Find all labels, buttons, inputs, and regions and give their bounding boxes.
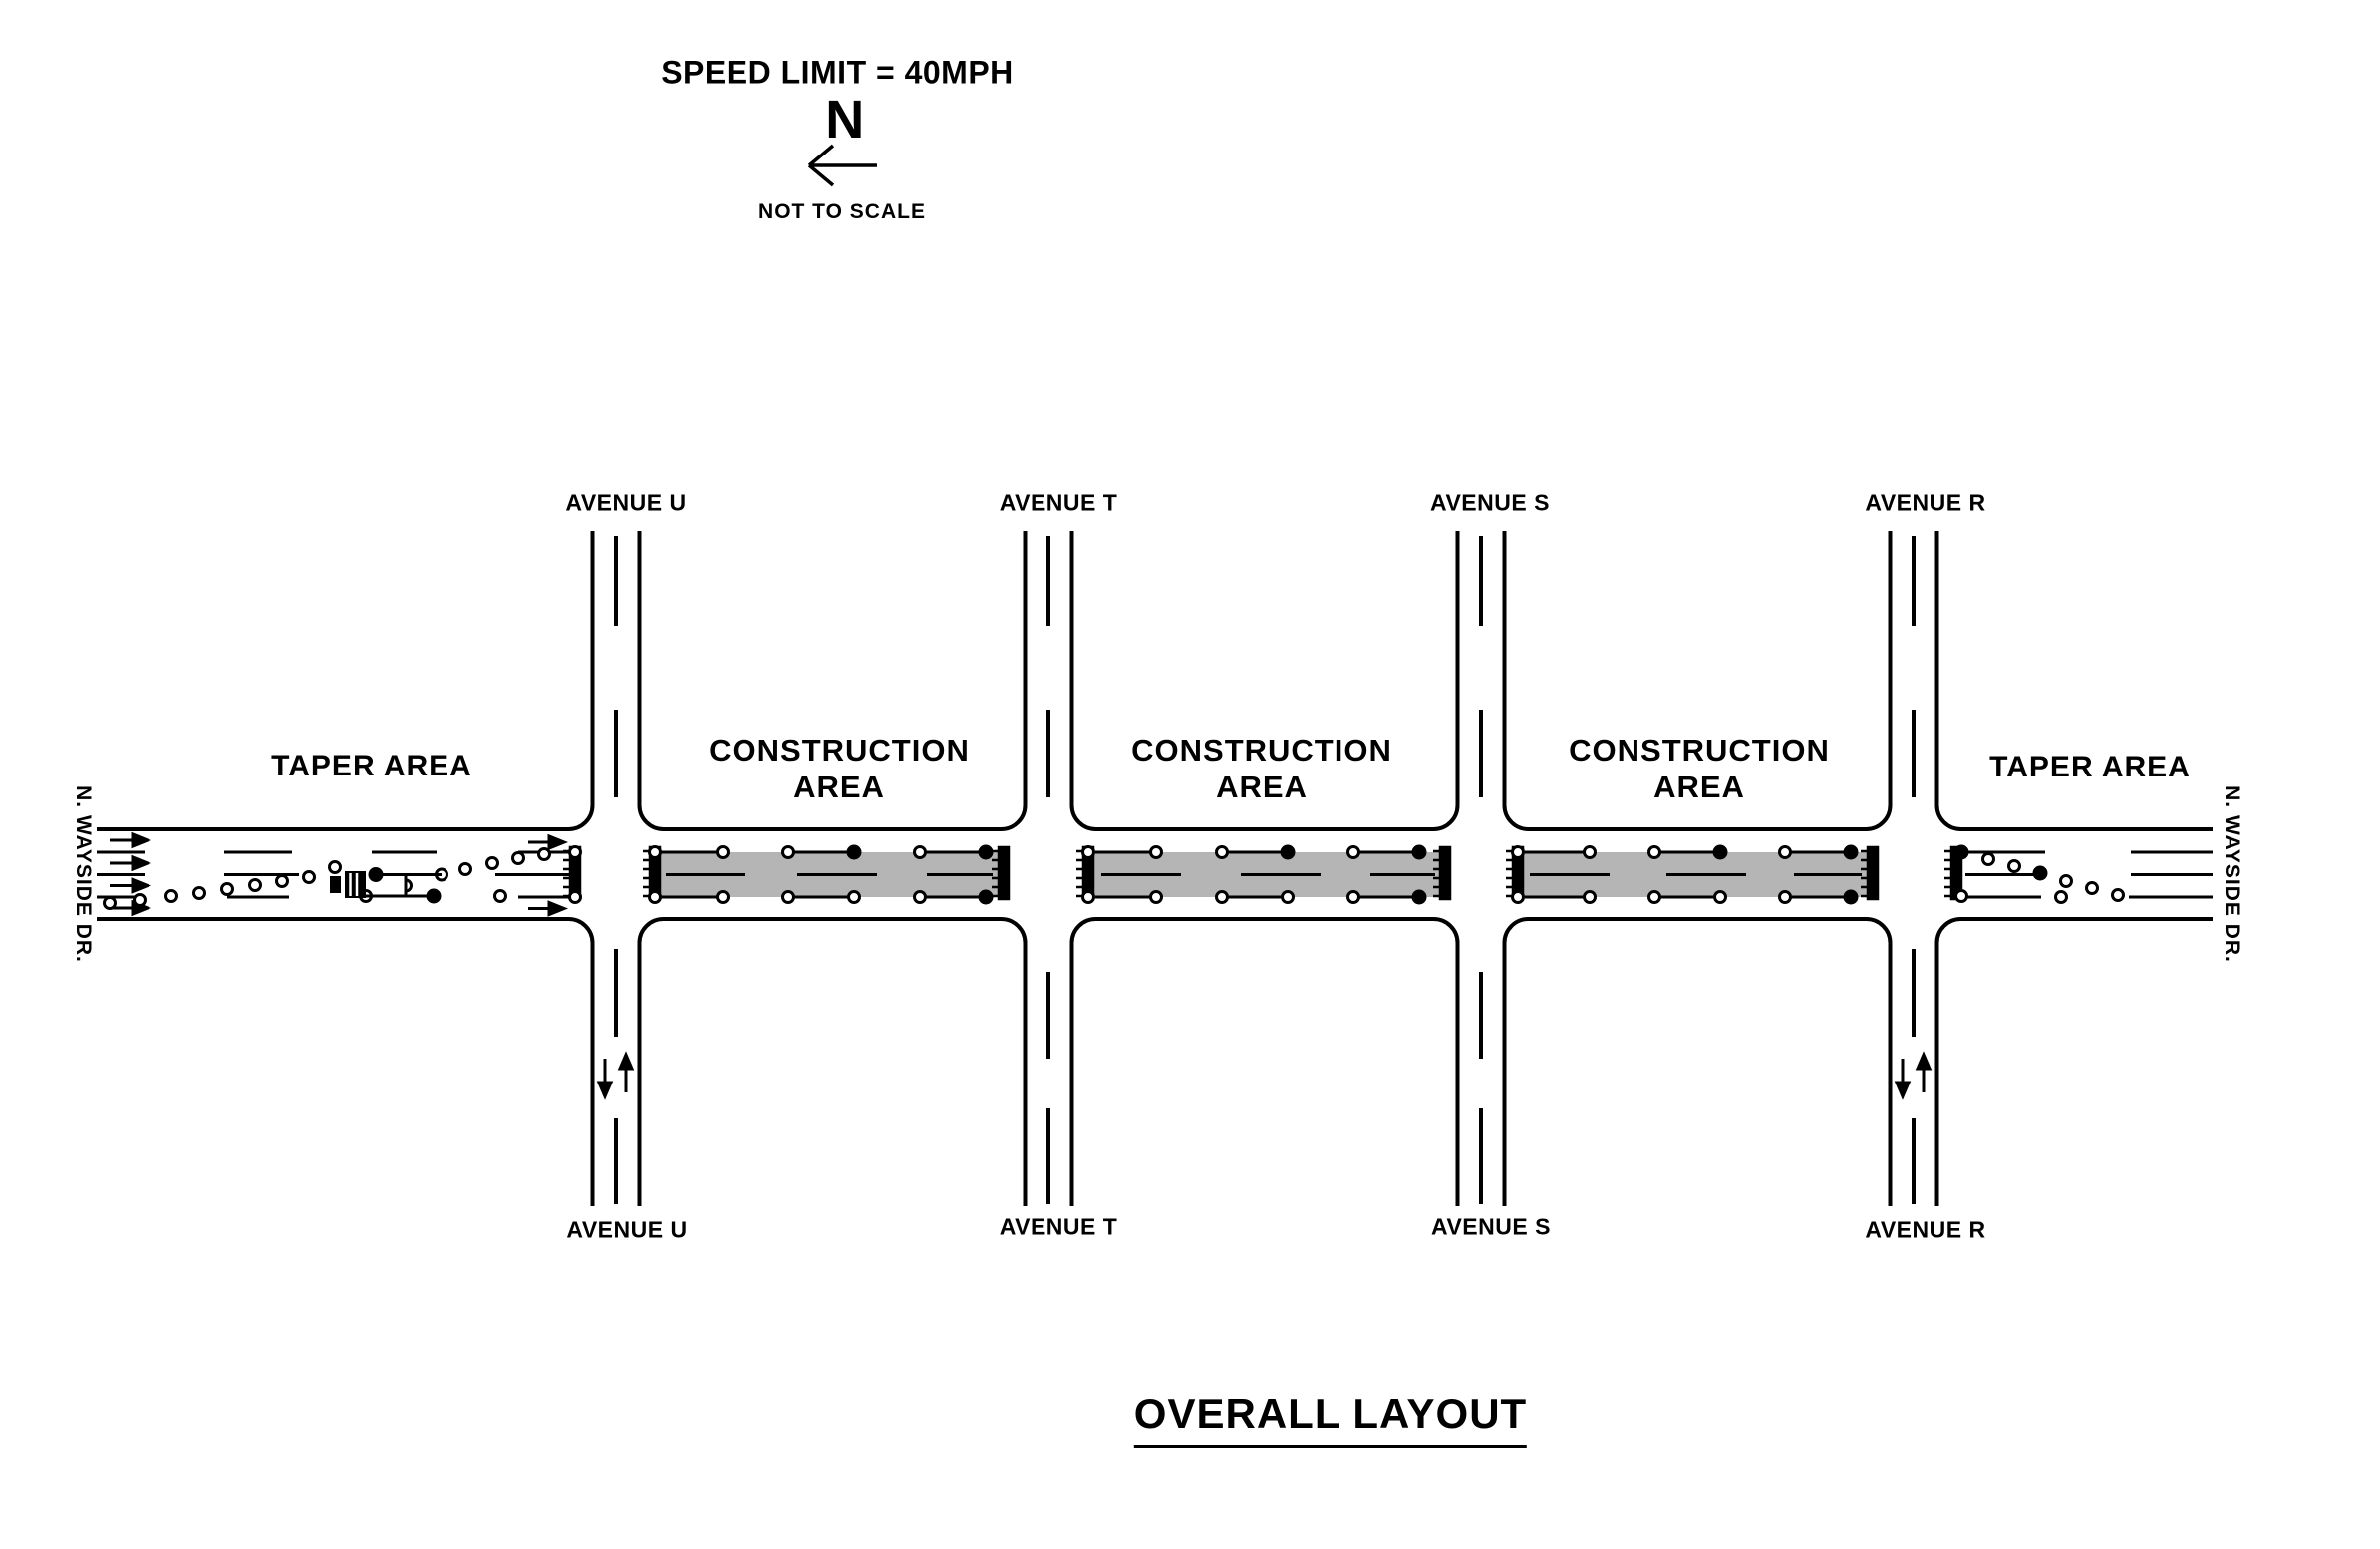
scale-note: NOT TO SCALE [758,200,926,223]
avenue-s-label-south: AVENUE S [1431,1213,1551,1240]
construction-area-label-line1: CONSTRUCTION [1131,733,1392,768]
avenue-u-label-north: AVENUE U [565,489,687,516]
avenue-u-label-south: AVENUE U [566,1216,688,1243]
taper-area-label-east: TAPER AREA [1989,751,2191,783]
traffic-arrows [110,831,1933,1100]
taper-area-label-west: TAPER AREA [271,750,472,782]
avenue-centerlines [614,536,1916,1204]
wayside-dr-label-west: N. WAYSIDE DR. [72,785,95,963]
road-edges [97,531,2213,1206]
avenue-s-label-north: AVENUE S [1430,489,1550,516]
avenue-r-label-north: AVENUE R [1865,489,1986,516]
construction-area-label-line2: AREA [1216,770,1308,804]
speed-limit-note: SPEED LIMIT = 40MPH [661,54,1014,91]
north-label: N [825,90,865,150]
work-vehicle-icon [330,871,366,898]
avenue-t-label-north: AVENUE T [999,489,1118,516]
construction-area-label-1: CONSTRUCTION AREA [709,732,970,805]
construction-area-label-line2: AREA [793,770,885,804]
traffic-cones [103,844,2125,910]
barricade [992,845,1011,901]
construction-area-label-2: CONSTRUCTION AREA [1131,732,1392,805]
lane-markings [97,850,2213,899]
construction-area-label-line2: AREA [1653,770,1745,804]
construction-area-label-line1: CONSTRUCTION [1569,733,1830,768]
avenue-t-label-south: AVENUE T [999,1213,1118,1240]
construction-area-label-3: CONSTRUCTION AREA [1569,732,1830,805]
avenue-r-label-south: AVENUE R [1865,1216,1986,1243]
wayside-dr-label-east: N. WAYSIDE DR. [2221,785,2243,963]
north-arrow-icon [807,144,877,187]
flagger-station [364,873,442,898]
barricade [1861,845,1880,901]
construction-area-label-line1: CONSTRUCTION [709,733,970,768]
barricade [1433,845,1452,901]
sheet-title: OVERALL LAYOUT [1133,1391,1528,1448]
